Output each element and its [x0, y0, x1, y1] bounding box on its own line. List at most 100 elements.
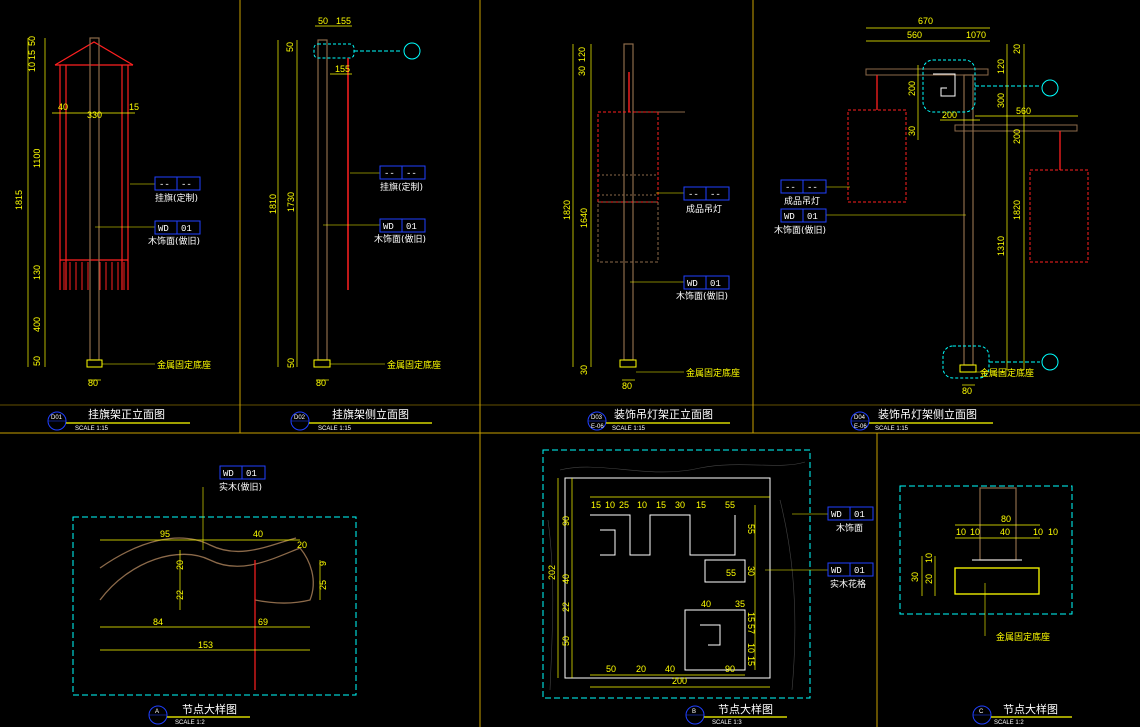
dim-text: 300	[996, 93, 1006, 108]
dim-text: 80	[88, 378, 98, 388]
dimension-lines	[100, 539, 321, 651]
dim-text: 30	[577, 66, 587, 76]
dim-text: 1815	[14, 190, 24, 210]
svg-text:C: C	[979, 709, 984, 715]
drawing-scale: SCALE 1:2	[994, 720, 1024, 726]
dim-text: 130	[32, 265, 42, 280]
dim-text: 20	[297, 540, 307, 550]
pole	[963, 74, 974, 366]
dim-text: 22	[175, 590, 185, 600]
detail-boundary	[542, 449, 811, 699]
dim-text: 153	[198, 640, 213, 650]
note-text: 金属固定底座	[157, 359, 211, 370]
drawing-scale: SCALE 1:15	[75, 426, 109, 432]
material-tag: WD 01 木饰面(做旧)	[774, 208, 966, 236]
dimension-lines	[921, 524, 1040, 596]
svg-text:木饰面(做旧): 木饰面(做旧)	[676, 290, 728, 302]
pole	[979, 487, 1017, 561]
dim-text: 80	[622, 381, 632, 391]
dim-text: 200	[907, 81, 917, 96]
dim-text: 10	[970, 527, 980, 537]
callout-marker	[1041, 353, 1059, 371]
drawing-title: 节点大样图	[718, 702, 773, 716]
dim-text: 57	[746, 624, 756, 634]
dim-text: 120	[577, 47, 587, 62]
flag-canopy	[54, 41, 134, 290]
lattice	[590, 514, 746, 671]
svg-text:成品吊灯: 成品吊灯	[784, 195, 820, 207]
dim-text: 90	[725, 664, 735, 674]
dim-text: 15	[746, 656, 756, 666]
dim-text: 30	[746, 566, 756, 576]
dim-text: 80	[962, 386, 972, 396]
dim-text: 15	[129, 102, 139, 112]
note-text: 金属固定底座	[980, 367, 1034, 378]
svg-text:挂旗(定制): 挂旗(定制)	[155, 192, 198, 204]
base	[954, 567, 1040, 595]
drawing-title: 挂旗架侧立面图	[332, 407, 409, 421]
dim-text: 50	[32, 356, 42, 366]
dim-text: 20	[175, 560, 185, 570]
detail-boundary	[899, 485, 1073, 615]
base	[86, 359, 103, 368]
dim-text: 25	[318, 580, 328, 590]
dim-text: 20	[636, 664, 646, 674]
svg-text:D01: D01	[51, 415, 63, 421]
dim-text: 30	[675, 500, 685, 510]
dim-text: 55	[725, 500, 735, 510]
svg-text:--: --	[785, 183, 796, 193]
dim-text: 1730	[286, 192, 296, 212]
drawing-title: 节点大样图	[182, 702, 237, 716]
svg-text:成品吊灯: 成品吊灯	[686, 203, 722, 215]
pole	[89, 37, 100, 361]
arm-lower	[954, 124, 1078, 132]
dim-text: 10	[605, 500, 615, 510]
dim-text: 1820	[562, 200, 572, 220]
drawing-scale: SCALE 1:15	[612, 426, 646, 432]
detail-c: 80 10 10 40 10 10 30 20 10 金属固定底座 C 节点大样…	[899, 485, 1073, 726]
svg-text:WD: WD	[687, 279, 698, 289]
dim-text: 330	[87, 110, 102, 120]
svg-text:01: 01	[854, 566, 865, 576]
drawing-d04: 670 560 1070 20 120 200 300 30 200 560 2…	[774, 16, 1089, 432]
drawing-scale: SCALE 1:15	[318, 426, 352, 432]
svg-text:01: 01	[406, 222, 417, 232]
dim-text: 30	[907, 126, 917, 136]
svg-text:木饰面(做旧): 木饰面(做旧)	[774, 224, 826, 236]
dim-text: 84	[153, 617, 163, 627]
dim-text: 40	[665, 664, 675, 674]
dim-text: 560	[907, 30, 922, 40]
material-tag: WD 01 实木花格	[765, 562, 874, 590]
material-tag: WD 01 木饰面(做旧)	[323, 218, 426, 245]
drawing-title: 节点大样图	[1003, 702, 1058, 716]
dimension-lines	[277, 25, 352, 381]
detail-a: 95 40 20 20 22 9 25 84 69 153 WD 01 实木(做…	[72, 465, 357, 726]
material-tag: -- -- 成品吊灯	[656, 186, 730, 215]
flag-tassels	[63, 262, 125, 290]
base	[619, 359, 637, 368]
dim-text: 10	[746, 643, 756, 653]
material-tag: WD 01 木饰面(做旧)	[95, 220, 201, 247]
dim-text: 30	[579, 365, 589, 375]
svg-text:01: 01	[807, 212, 818, 222]
drawing-title: 装饰吊灯架侧立面图	[878, 407, 977, 421]
svg-text:--: --	[159, 180, 170, 190]
dim-text: 560	[1016, 106, 1031, 116]
dim-text: 202	[547, 565, 557, 580]
callout-marker	[403, 42, 421, 60]
dim-text: 50	[285, 42, 295, 52]
svg-text:01: 01	[181, 224, 192, 234]
dim-text: 15	[27, 50, 37, 60]
note-text: 金属固定底座	[387, 359, 441, 370]
dim-text: 10	[1048, 527, 1058, 537]
dim-text: 80	[1001, 514, 1011, 524]
dim-text: 120	[996, 59, 1006, 74]
svg-text:WD: WD	[158, 224, 169, 234]
base	[959, 364, 977, 373]
dim-text: 155	[335, 64, 350, 74]
dim-text: 10	[1033, 527, 1043, 537]
material-tag: -- -- 挂旗(定制)	[130, 176, 201, 204]
dim-text: 200	[942, 110, 957, 120]
svg-text:挂旗(定制): 挂旗(定制)	[380, 181, 423, 193]
